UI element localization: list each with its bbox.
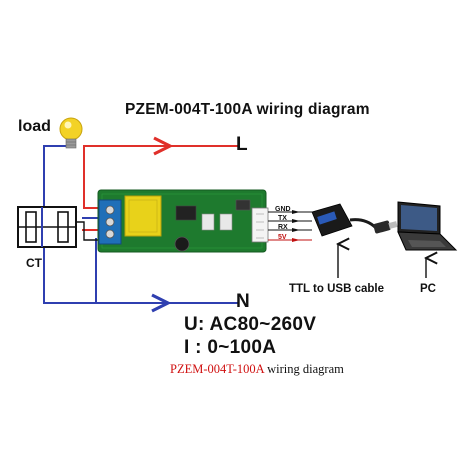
label-arrows <box>338 244 426 278</box>
pin-rx-label: RX <box>278 224 288 231</box>
pin-tx-label: TX <box>278 215 287 222</box>
caption-rest: wiring diagram <box>264 362 344 376</box>
caption-model: PZEM-004T-100A <box>170 362 264 376</box>
load-label: load <box>18 118 51 135</box>
ttl-pin-wires <box>268 210 312 242</box>
diagram-title: PZEM-004T-100A wiring diagram <box>125 101 370 118</box>
neutral-label: N <box>236 291 250 312</box>
ct-label: CT <box>26 256 42 270</box>
ttl-usb-adapter <box>311 203 398 237</box>
pin-5v-label: 5V <box>278 234 287 241</box>
ct-sensor <box>17 206 98 248</box>
ttl-cable-label: TTL to USB cable <box>289 283 384 295</box>
pin-gnd-label: GND <box>275 206 291 213</box>
pc-icon <box>397 201 458 251</box>
diagram-caption: PZEM-004T-100A wiring diagram <box>170 362 344 377</box>
pzem-board <box>97 189 269 253</box>
voltage-spec: U: AC80~260V <box>184 314 317 335</box>
line-label: L <box>236 134 248 155</box>
current-spec: I : 0~100A <box>184 337 277 358</box>
pc-label: PC <box>420 283 436 295</box>
bulb-icon <box>59 117 83 149</box>
